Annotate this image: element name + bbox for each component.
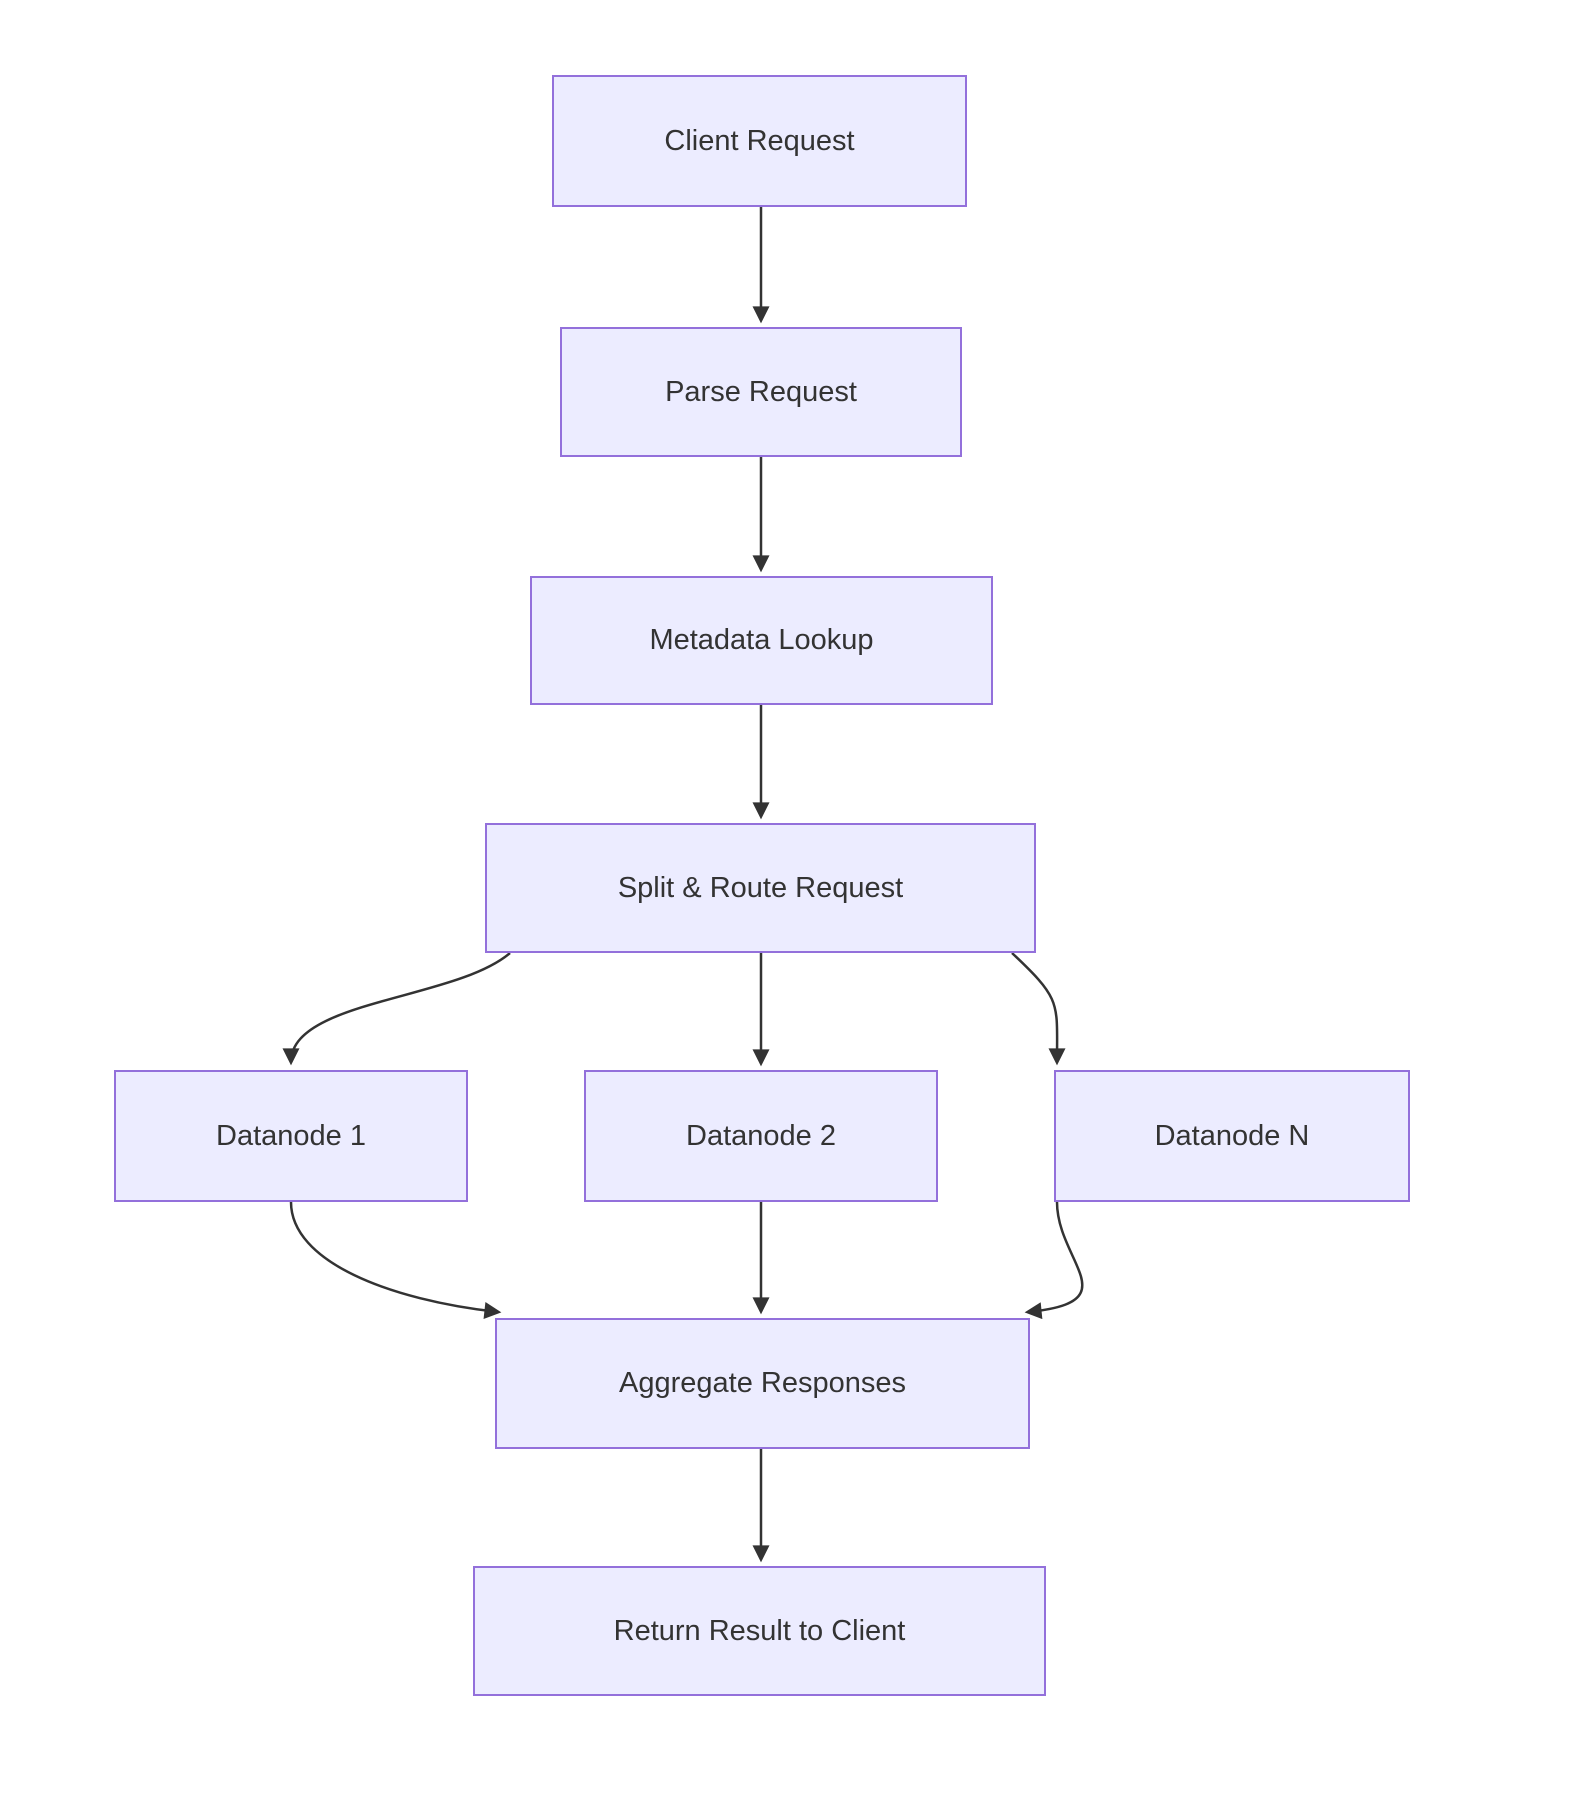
edge-dn1-to-aggregate	[289, 1201, 502, 1319]
node-datanode-1: Datanode 1	[114, 1070, 468, 1202]
node-datanode-n: Datanode N	[1054, 1070, 1410, 1202]
node-aggregate-responses: Aggregate Responses	[495, 1318, 1030, 1449]
node-return-result: Return Result to Client	[473, 1566, 1046, 1696]
node-datanode-2: Datanode 2	[584, 1070, 938, 1202]
node-aggregate-responses-label: Aggregate Responses	[619, 1367, 906, 1400]
node-return-result-label: Return Result to Client	[613, 1614, 906, 1647]
node-datanode-2-label: Datanode 2	[686, 1119, 836, 1152]
node-datanode-n-label: Datanode N	[1154, 1119, 1310, 1152]
node-metadata-lookup: Metadata Lookup	[530, 576, 993, 705]
node-parse-request-label: Parse Request	[665, 375, 857, 408]
node-split-route-request: Split & Route Request	[485, 823, 1036, 953]
node-datanode-1-label: Datanode 1	[216, 1119, 366, 1152]
node-client-request-label: Client Request	[664, 124, 855, 157]
node-client-request: Client Request	[552, 75, 967, 207]
edge-dnn-to-aggregate	[1024, 1201, 1084, 1320]
edge-split-to-dnn	[1011, 952, 1066, 1066]
node-metadata-lookup-label: Metadata Lookup	[649, 624, 874, 657]
node-split-route-request-label: Split & Route Request	[617, 871, 904, 904]
node-parse-request: Parse Request	[560, 327, 962, 457]
edge-split-to-dn1	[282, 952, 511, 1066]
